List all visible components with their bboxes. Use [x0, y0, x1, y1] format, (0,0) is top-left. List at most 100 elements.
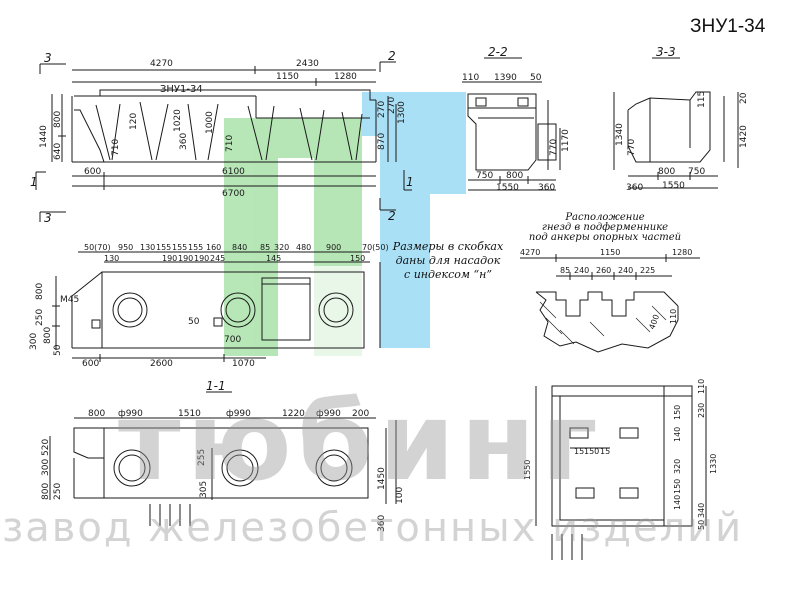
dim-ps-k: 50 [697, 520, 706, 530]
dim-elev-in-f: 710 [225, 135, 235, 152]
dim-ps-h: 150 [673, 479, 682, 494]
dim-s22-f: 1550 [496, 183, 519, 193]
dim-plan-left-5: 50 [53, 344, 63, 356]
socket-plan-view [535, 385, 707, 560]
dim-plan-top-3: 130 [140, 243, 155, 252]
dim-plan-top-10: 320 [274, 243, 289, 252]
dim-s22-d: 750 [476, 171, 493, 181]
dim-plan-sub-7: 150 [350, 254, 365, 263]
section-3-3 [613, 57, 739, 189]
dim-s22-g: 360 [538, 183, 555, 193]
dim-ps-c: 110 [697, 379, 706, 394]
dim-s11-1: 800 [88, 409, 105, 419]
dim-s33-i: 115 [697, 91, 707, 108]
placement-title-line: Расположение [565, 212, 645, 223]
dim-s11-left-2: 300 [41, 459, 51, 476]
logo-cyan-bar-top [362, 92, 466, 136]
dim-plan-left-2: 250 [35, 309, 45, 326]
dim-plan-sub-2: 190 [162, 254, 177, 263]
dim-pl-c: 1280 [672, 248, 692, 257]
dim-elev-right-a: 270 [377, 101, 387, 118]
dim-elev-in-e: 1000 [205, 111, 215, 134]
dim-ps-n: 15 [600, 447, 610, 456]
dim-s11-in-1: 255 [197, 449, 207, 466]
placement-title: Расположение гнезд в подферменнике под а… [505, 213, 705, 243]
dim-plan-top-7: 160 [206, 243, 221, 252]
bracket-note-line: даны для насадок [395, 254, 501, 267]
dim-s11-5: 1220 [282, 409, 305, 419]
dim-s11-3: 1510 [178, 409, 201, 419]
dim-s22-h: 770 [549, 139, 559, 156]
cut-mark-1-left: 1 [30, 175, 38, 189]
cut-mark-3-bottom: 3 [44, 211, 52, 225]
section-1-1 [49, 391, 397, 526]
elevation-view [35, 61, 412, 222]
dim-pl-j: 110 [669, 309, 678, 324]
bracket-note: Размеры в скобках даны для насадок с инд… [392, 240, 504, 282]
dimension-text: 4270 2430 1150 1280 ЗНУ1-34 600 6100 670… [29, 59, 749, 532]
dim-s22-a: 110 [462, 73, 479, 83]
dim-s22-i: 1170 [561, 129, 571, 152]
dim-s11-right-1: 1450 [377, 467, 387, 490]
dim-ps-b: 1330 [709, 454, 718, 474]
dim-elev-bottom-a: 600 [84, 167, 101, 177]
dim-elev-left-a: 640 [53, 143, 63, 160]
label-element: ЗНУ1-34 [160, 84, 203, 95]
dim-plan-sub-1: 130 [104, 254, 119, 263]
dim-pl-b: 1150 [600, 248, 620, 257]
dim-s11-4: ф990 [226, 409, 251, 419]
dim-plan-top-5: 155 [172, 243, 187, 252]
dim-pl-i: 400 [647, 313, 661, 330]
dim-elev-left-h: 1440 [39, 125, 49, 148]
dim-pl-g: 240 [618, 266, 633, 275]
bracket-note-line: Размеры в скобках [392, 240, 504, 253]
cut-mark-3-top: 3 [44, 51, 52, 65]
dim-elev-in-d: 360 [179, 133, 189, 150]
placement-view [520, 254, 700, 353]
plan-view [52, 251, 381, 362]
logo-green-bar-left [224, 118, 278, 356]
dim-plan-top-6: 155 [188, 243, 203, 252]
title-section-3-3: 3-3 [656, 45, 676, 59]
dim-pl-e: 240 [574, 266, 589, 275]
dim-elev-left-b: 800 [53, 111, 63, 128]
dim-s11-7: 200 [352, 409, 369, 419]
dim-s11-left-3: 800 [41, 483, 51, 500]
dim-elev-in-a: 710 [111, 139, 121, 156]
dim-plan-in-2: 700 [224, 335, 241, 345]
dim-s33-f: 360 [626, 183, 643, 193]
dim-plan-top-11: 480 [296, 243, 311, 252]
dim-plan-top-4: 155 [156, 243, 171, 252]
logo-green-bar-right [314, 158, 362, 356]
dim-plan-top-1: 50(70) [84, 243, 111, 252]
dim-plan-left-1: 800 [35, 283, 45, 300]
dim-s33-b: 770 [627, 139, 637, 156]
label-anchor: М45 [60, 295, 79, 305]
dim-ps-l: 15 [574, 447, 584, 456]
dim-elev-r2: 1280 [334, 72, 357, 82]
placement-title-line: под анкеры опорных частей [528, 232, 682, 243]
bracket-note-line: с индексом “н” [404, 268, 492, 281]
dim-s33-d: 750 [688, 167, 705, 177]
logo-cyan-bar-stem [380, 136, 430, 348]
dim-ps-f: 140 [673, 427, 682, 442]
dim-plan-sub-4: 190 [194, 254, 209, 263]
dim-elev-in-c: 1020 [173, 109, 183, 132]
dim-s22-c: 50 [530, 73, 542, 83]
dim-ps-e: 150 [673, 405, 682, 420]
dim-plan-bottom-1: 600 [82, 359, 99, 369]
cut-mark-2-bottom: 2 [388, 209, 396, 223]
dim-ps-g: 320 [673, 459, 682, 474]
dim-pl-f: 260 [596, 266, 611, 275]
dim-plan-bottom-3: 1070 [232, 359, 255, 369]
dim-s11-in-2: 305 [199, 481, 209, 498]
dim-pl-d: 85 [560, 266, 570, 275]
dim-plan-top-9: 85 [260, 243, 270, 252]
dim-elev-right-b: 270 [387, 97, 397, 114]
dim-s33-g: 1420 [739, 125, 749, 148]
dim-elev-right-c: 870 [377, 133, 387, 150]
dim-s11-right-2: 100 [395, 487, 405, 504]
dim-plan-top-2: 950 [118, 243, 133, 252]
dim-elev-right-d: 1300 [397, 101, 407, 124]
